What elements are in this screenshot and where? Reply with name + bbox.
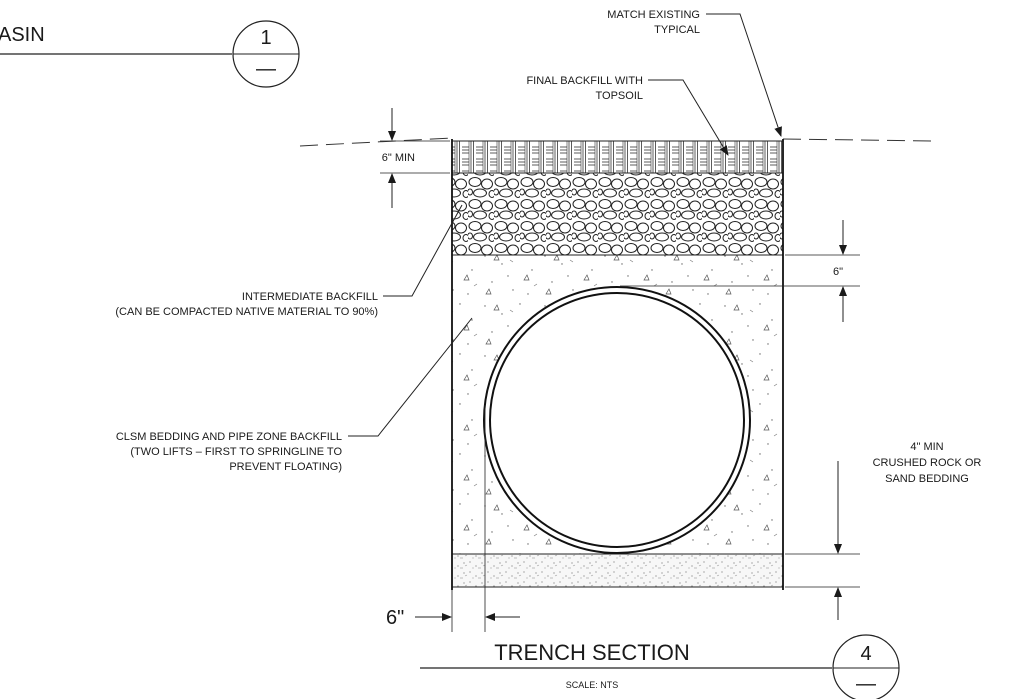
topsoil-layer: [451, 140, 784, 174]
six-bottom-label: 6": [386, 607, 404, 629]
bedding-min-label: 4" MIN: [910, 441, 943, 453]
scale-label: SCALE: NTS: [566, 680, 619, 690]
final-backfill-label: FINAL BACKFILL WITH: [526, 75, 643, 87]
match-existing-label: MATCH EXISTING: [607, 9, 700, 21]
trench-bubble-sheet: —: [856, 673, 876, 695]
clsm-label: CLSM BEDDING AND PIPE ZONE BACKFILL: [116, 431, 342, 443]
clsm-note-1: (TWO LIFTS – FIRST TO SPRINGLINE TO: [130, 446, 342, 458]
bedding-material-label-2: SAND BEDDING: [885, 473, 969, 485]
intermediate-backfill-leader: [383, 204, 463, 297]
top-bubble-number: 1: [260, 27, 271, 49]
trench-bubble-number: 4: [860, 643, 871, 665]
top-detail-title: ASIN: [0, 24, 45, 46]
existing-grade-right: [782, 138, 936, 142]
match-existing-typical-label: TYPICAL: [654, 24, 700, 36]
six-right-label: 6": [833, 266, 843, 278]
clsm-note-2: PREVENT FLOATING): [229, 461, 342, 473]
six-min-label: 6" MIN: [382, 152, 415, 164]
sand-bedding-layer: [451, 553, 784, 588]
clsm-leader: [348, 317, 473, 437]
bedding-material-label: CRUSHED ROCK OR: [873, 457, 982, 469]
top-bubble-sheet: —: [256, 58, 276, 80]
final-backfill-topsoil-label: TOPSOIL: [596, 90, 643, 102]
intermediate-backfill-layer: [451, 172, 784, 256]
trench-section-title: TRENCH SECTION: [494, 640, 690, 665]
existing-grade-left: [299, 137, 453, 147]
intermediate-backfill-label: INTERMEDIATE BACKFILL: [242, 291, 378, 303]
final-backfill-leader: [648, 79, 729, 156]
pipe-inner-wall: [489, 292, 745, 548]
match-existing-leader: [706, 13, 782, 137]
intermediate-backfill-note: (CAN BE COMPACTED NATIVE MATERIAL TO 90%…: [115, 306, 378, 318]
